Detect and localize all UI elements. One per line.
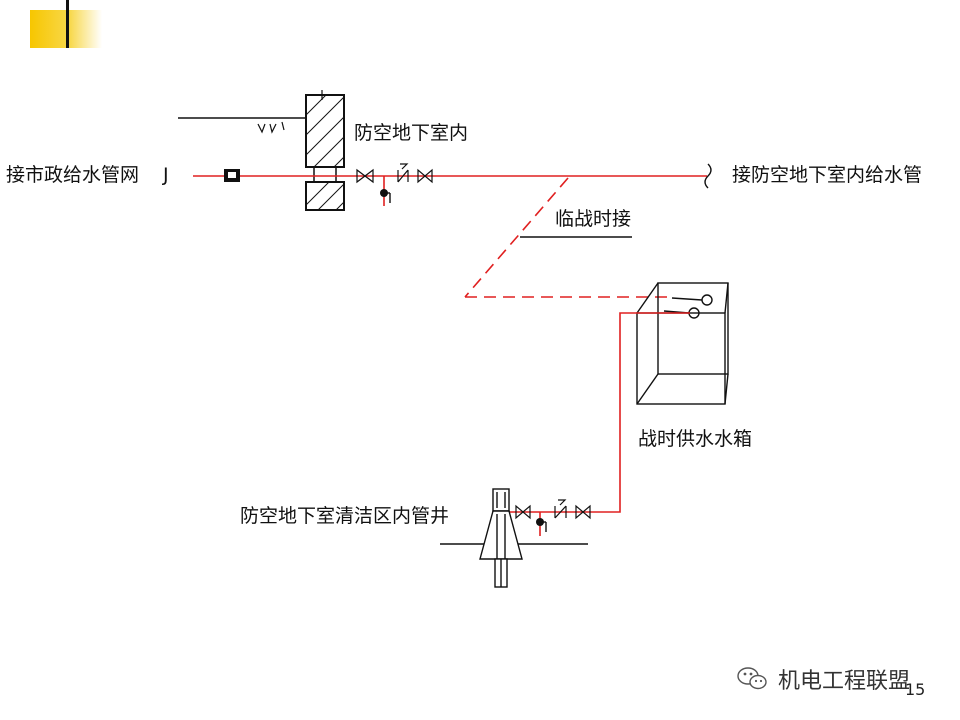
to-indoor-supply-label: 接防空地下室内给水管	[732, 164, 923, 186]
wartime-tank-label: 战时供水水箱	[638, 428, 753, 450]
inside-shelter-label: 防空地下室内	[354, 122, 469, 144]
watermark: 机电工程联盟	[738, 664, 910, 694]
watermark-text: 机电工程联盟	[778, 669, 911, 694]
pipe-break-mark	[704, 163, 712, 189]
gate-valve-4-icon	[575, 504, 591, 520]
j-mark: J	[163, 164, 169, 186]
gate-valve-2-icon	[417, 168, 433, 184]
check-valve-1-icon	[397, 163, 409, 183]
page-number: 15	[905, 680, 926, 699]
shelter-wall	[305, 90, 345, 211]
gate-valve-1-icon	[356, 168, 374, 184]
clean-area-well-label: 防空地下室清洁区内管井	[240, 505, 450, 527]
gate-valve-3-icon	[515, 504, 531, 520]
wechat-logo-icon	[737, 667, 767, 690]
check-valve-2-icon	[554, 499, 567, 519]
wartime-tank-icon	[636, 282, 729, 405]
tank-outlet-pipe	[509, 312, 690, 513]
municipal-network-label: 接市政给水管网	[6, 164, 140, 186]
pipe-well-icon	[479, 488, 523, 588]
corner-accent-bar	[66, 0, 69, 48]
temporary-dashed-pipe	[464, 177, 668, 298]
soil-hatch	[257, 121, 285, 134]
temporary-connection-label: 临战时接	[555, 208, 632, 230]
